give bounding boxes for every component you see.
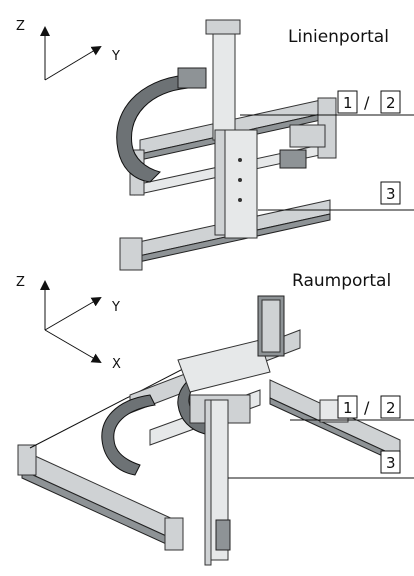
callout-separator: /: [364, 93, 370, 112]
callout-number-3: 3: [386, 185, 396, 203]
callout-box-2: [380, 90, 401, 114]
spatial-gantry-illustration: [17, 295, 414, 566]
vertical-column: [212, 19, 236, 141]
callout-box-1: [337, 395, 358, 419]
axis-system-top: Z Y: [16, 19, 120, 81]
y-axis-label: Y: [111, 49, 120, 64]
y-axis-label: Y: [111, 300, 120, 315]
diagram-title: Raumportal: [292, 271, 391, 291]
z-axis-label: Z: [16, 19, 25, 34]
callout-1-2: 1 / 2: [337, 395, 401, 419]
axis-system-bottom: Z Y X: [16, 275, 121, 372]
callout-box-3: [380, 450, 401, 474]
energy-chain: [116, 74, 189, 183]
callout-box-1: [337, 90, 358, 114]
callout-3: 3: [380, 181, 401, 205]
callout-3: 3: [380, 450, 401, 474]
callout-box-3: [380, 181, 401, 205]
callout-number-3: 3: [386, 454, 396, 472]
x-beam-front: [21, 449, 176, 541]
x-axis-arrow: [44, 329, 102, 364]
raumportal-diagram: Z Y X Raumportal: [16, 271, 414, 566]
y-axis-arrow: [44, 45, 102, 81]
callout-number-1: 1: [343, 94, 353, 112]
callout-separator: /: [364, 398, 370, 417]
callout-box-2: [380, 395, 401, 419]
callout-number-2: 2: [386, 399, 396, 417]
callout-number-2: 2: [386, 94, 396, 112]
linienportal-diagram: Z Y Linienportal: [16, 19, 414, 271]
z-carriage: [224, 129, 258, 239]
callout-1-2: 1 / 2: [337, 90, 401, 114]
z-axis-label: Z: [16, 275, 25, 290]
callout-number-1: 1: [343, 399, 353, 417]
motor-right: [289, 124, 326, 148]
diagram-title: Linienportal: [288, 27, 389, 47]
y-axis-arrow: [44, 296, 102, 331]
x-axis-label: X: [112, 357, 121, 372]
center-carriage: [177, 339, 271, 393]
linear-gantry-illustration: [116, 19, 414, 271]
end-plate-left: [119, 237, 143, 271]
